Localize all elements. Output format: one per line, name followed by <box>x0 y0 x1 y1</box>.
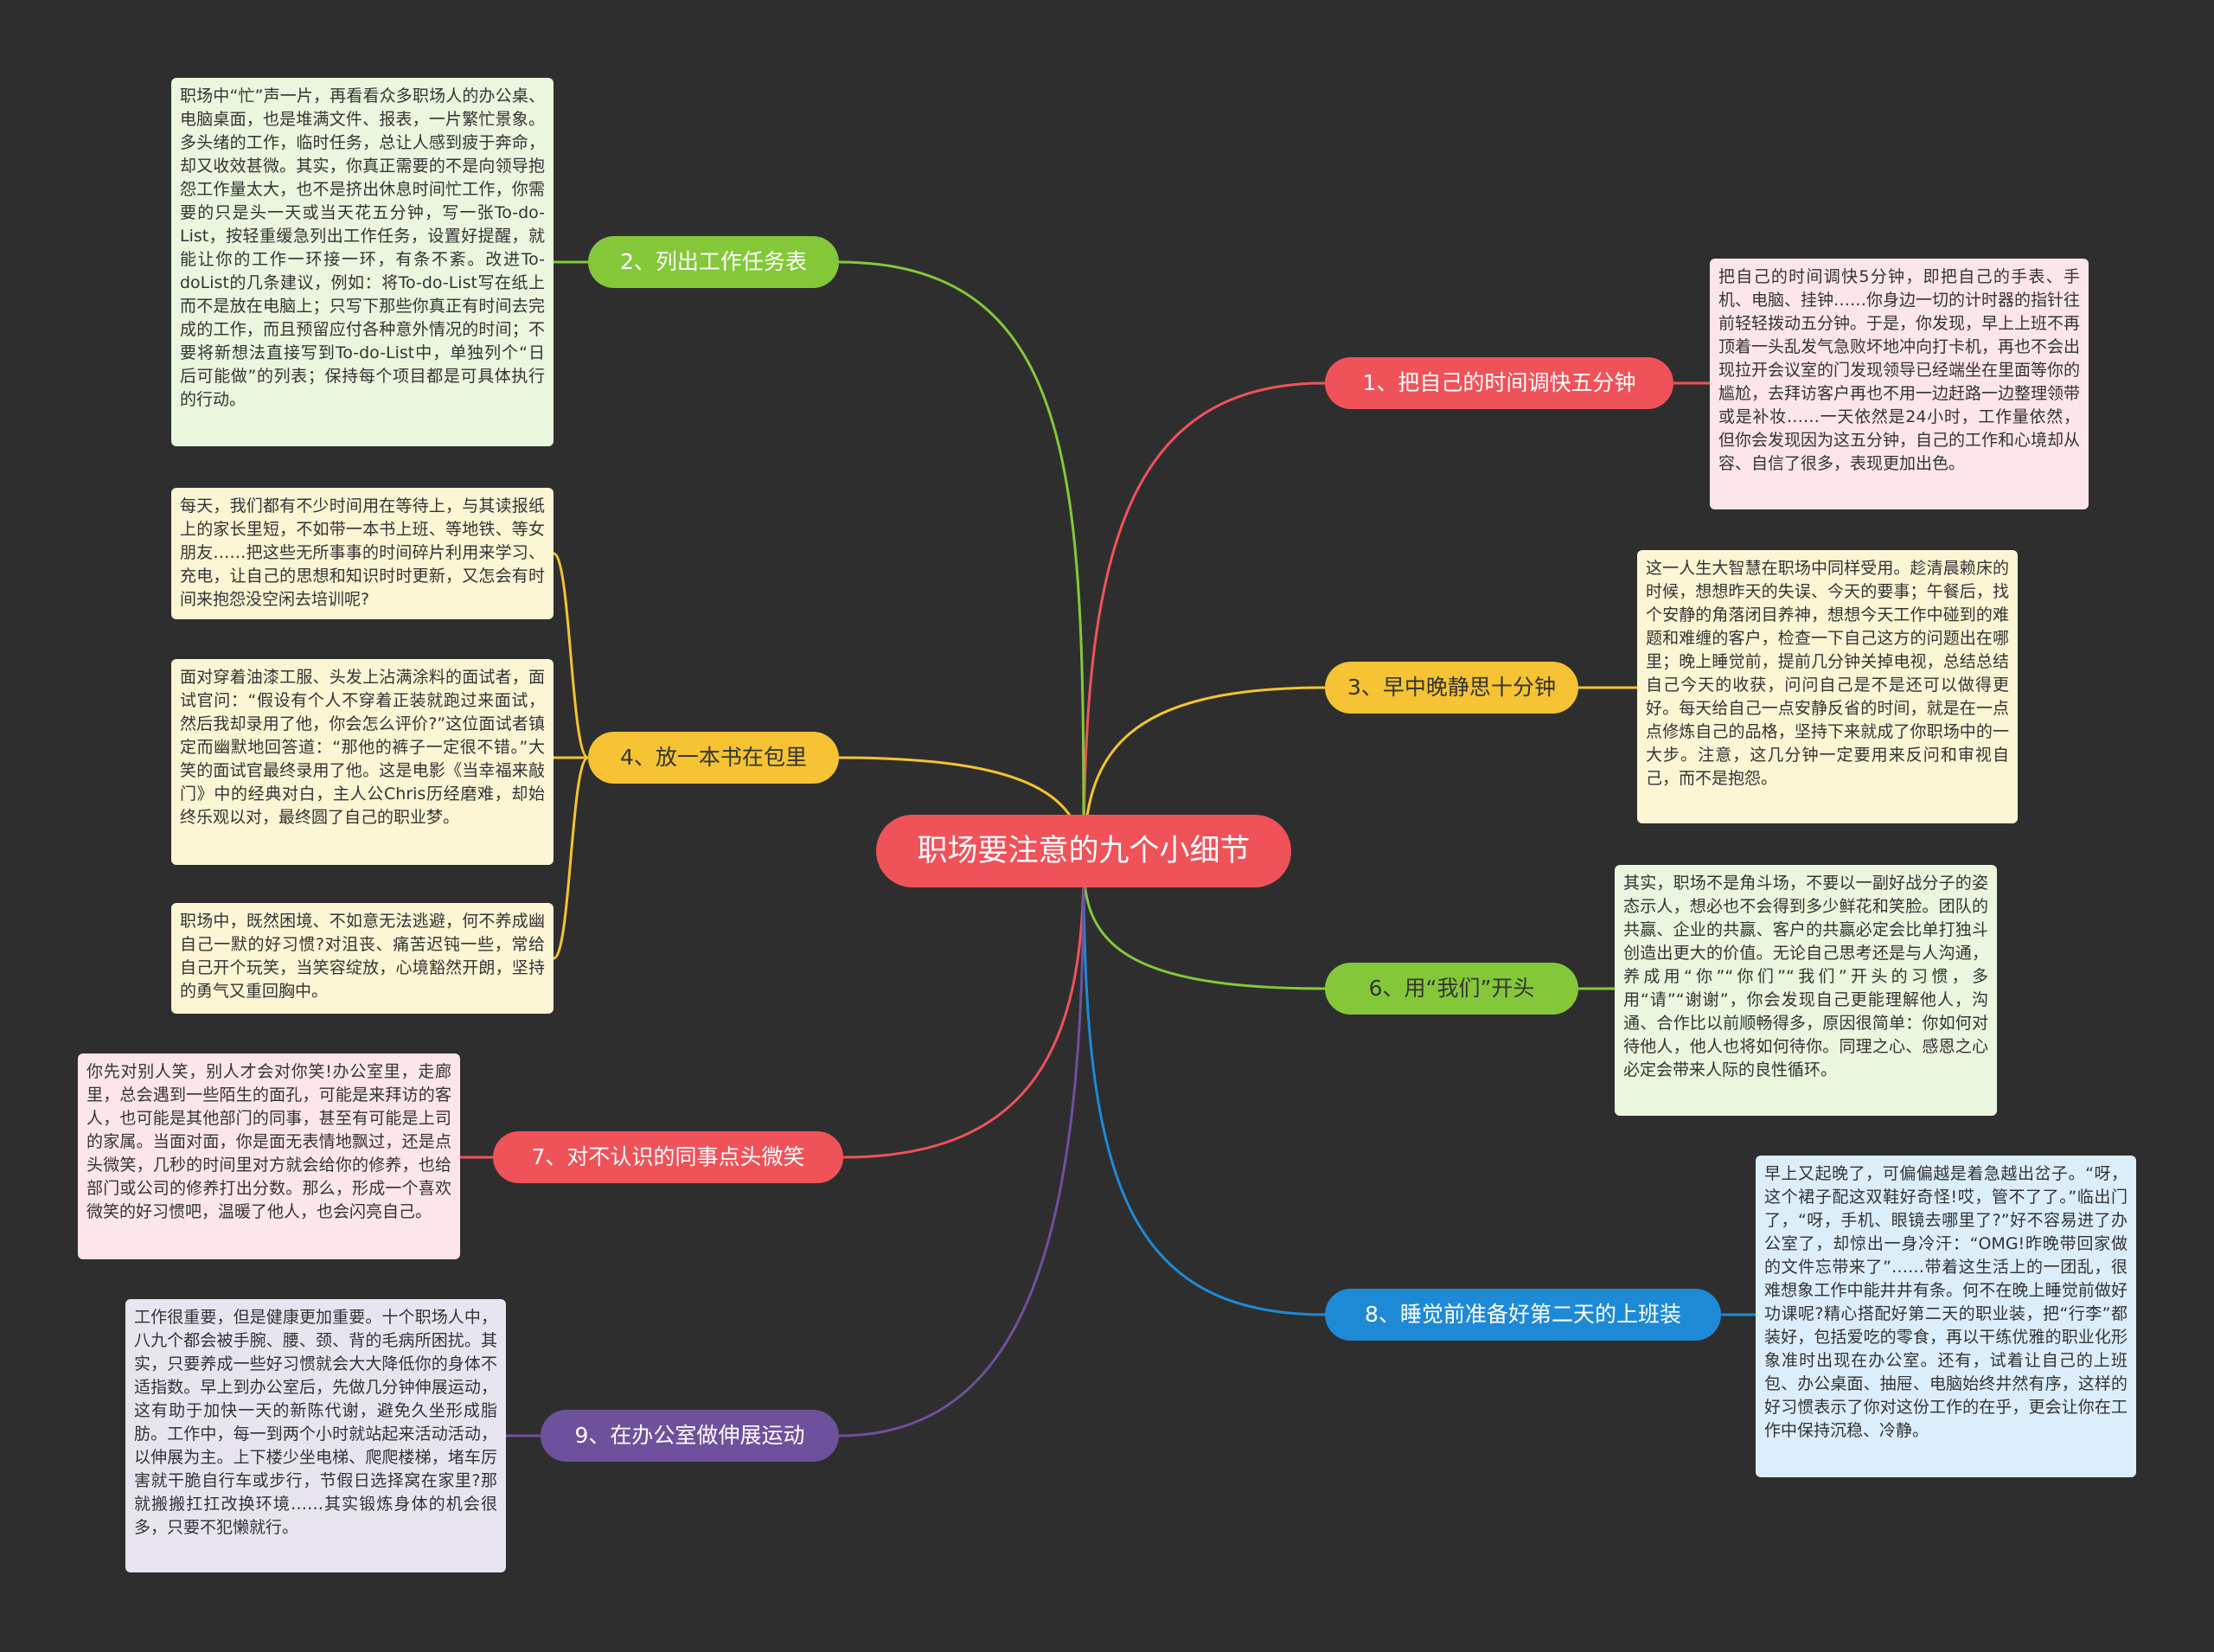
root-topic[interactable]: 职场要注意的九个小细节 <box>876 815 1291 887</box>
branch-3-topic[interactable]: 3、早中晚静思十分钟 <box>1325 662 1578 714</box>
branch-1-note: 把自己的时间调快5分钟，即把自己的手表、手机、电脑、挂钟……你身边一切的计时器的… <box>1710 259 2089 509</box>
branch-3-note: 这一人生大智慧在职场中同样受用。趁清晨赖床的时候，想想昨天的失误、今天的要事；午… <box>1637 550 2018 823</box>
connector-root-branch-9 <box>838 864 1085 1437</box>
connector-root-branch-6 <box>1082 864 1326 990</box>
branch-1-topic[interactable]: 1、把自己的时间调快五分钟 <box>1325 357 1673 409</box>
branch-4-note-3: 职场中，既然困境、不如意无法逃避，何不养成幽自己一默的好习惯?对沮丧、痛苦迟钝一… <box>171 903 554 1014</box>
branch-9-topic[interactable]: 9、在办公室做伸展运动 <box>541 1410 839 1462</box>
connector-root-branch-2 <box>838 260 1085 866</box>
connector-root-branch-1 <box>1082 381 1326 866</box>
branch-7-note: 你先对别人笑，别人才会对你笑!办公室里，走廊里，总会遇到一些陌生的面孔，可能是来… <box>78 1053 460 1259</box>
branch-9-note: 工作很重要，但是健康更加重要。十个职场人中，八九个都会被手腕、腰、颈、背的毛病所… <box>125 1299 506 1572</box>
connector-branch-4-notes <box>553 552 589 960</box>
branch-6-note: 其实，职场不是角斗场，不要以一副好战分子的姿态示人，想必也不会得到多少鲜花和笑脸… <box>1615 865 1997 1116</box>
branch-8-note: 早上又起晚了，可偏偏越是着急越出岔子。“呀，这个裙子配这双鞋好奇怪!哎，管不了了… <box>1756 1156 2136 1477</box>
branch-4-note-2: 面对穿着油漆工服、头发上沾满涂料的面试者，面试官问：“假设有个人不穿着正装就跑过… <box>171 659 554 865</box>
branch-6-topic[interactable]: 6、用“我们”开头 <box>1325 963 1578 1015</box>
branch-4-topic[interactable]: 4、放一本书在包里 <box>588 732 839 784</box>
branch-8-topic[interactable]: 8、睡觉前准备好第二天的上班装 <box>1325 1289 1721 1341</box>
connector-root-branch-8 <box>1082 864 1326 1316</box>
branch-2-note: 职场中“忙”声一片，再看看众多职场人的办公桌、电脑桌面，也是堆满文件、报表，一片… <box>171 78 554 446</box>
branch-7-topic[interactable]: 7、对不认识的同事点头微笑 <box>493 1131 843 1183</box>
connector-root-branch-7 <box>842 864 1085 1159</box>
branch-2-topic[interactable]: 2、列出工作任务表 <box>588 236 839 288</box>
branch-4-note-1: 每天，我们都有不少时间用在等待上，与其读报纸上的家长里短，不如带一本书上班、等地… <box>171 488 554 619</box>
